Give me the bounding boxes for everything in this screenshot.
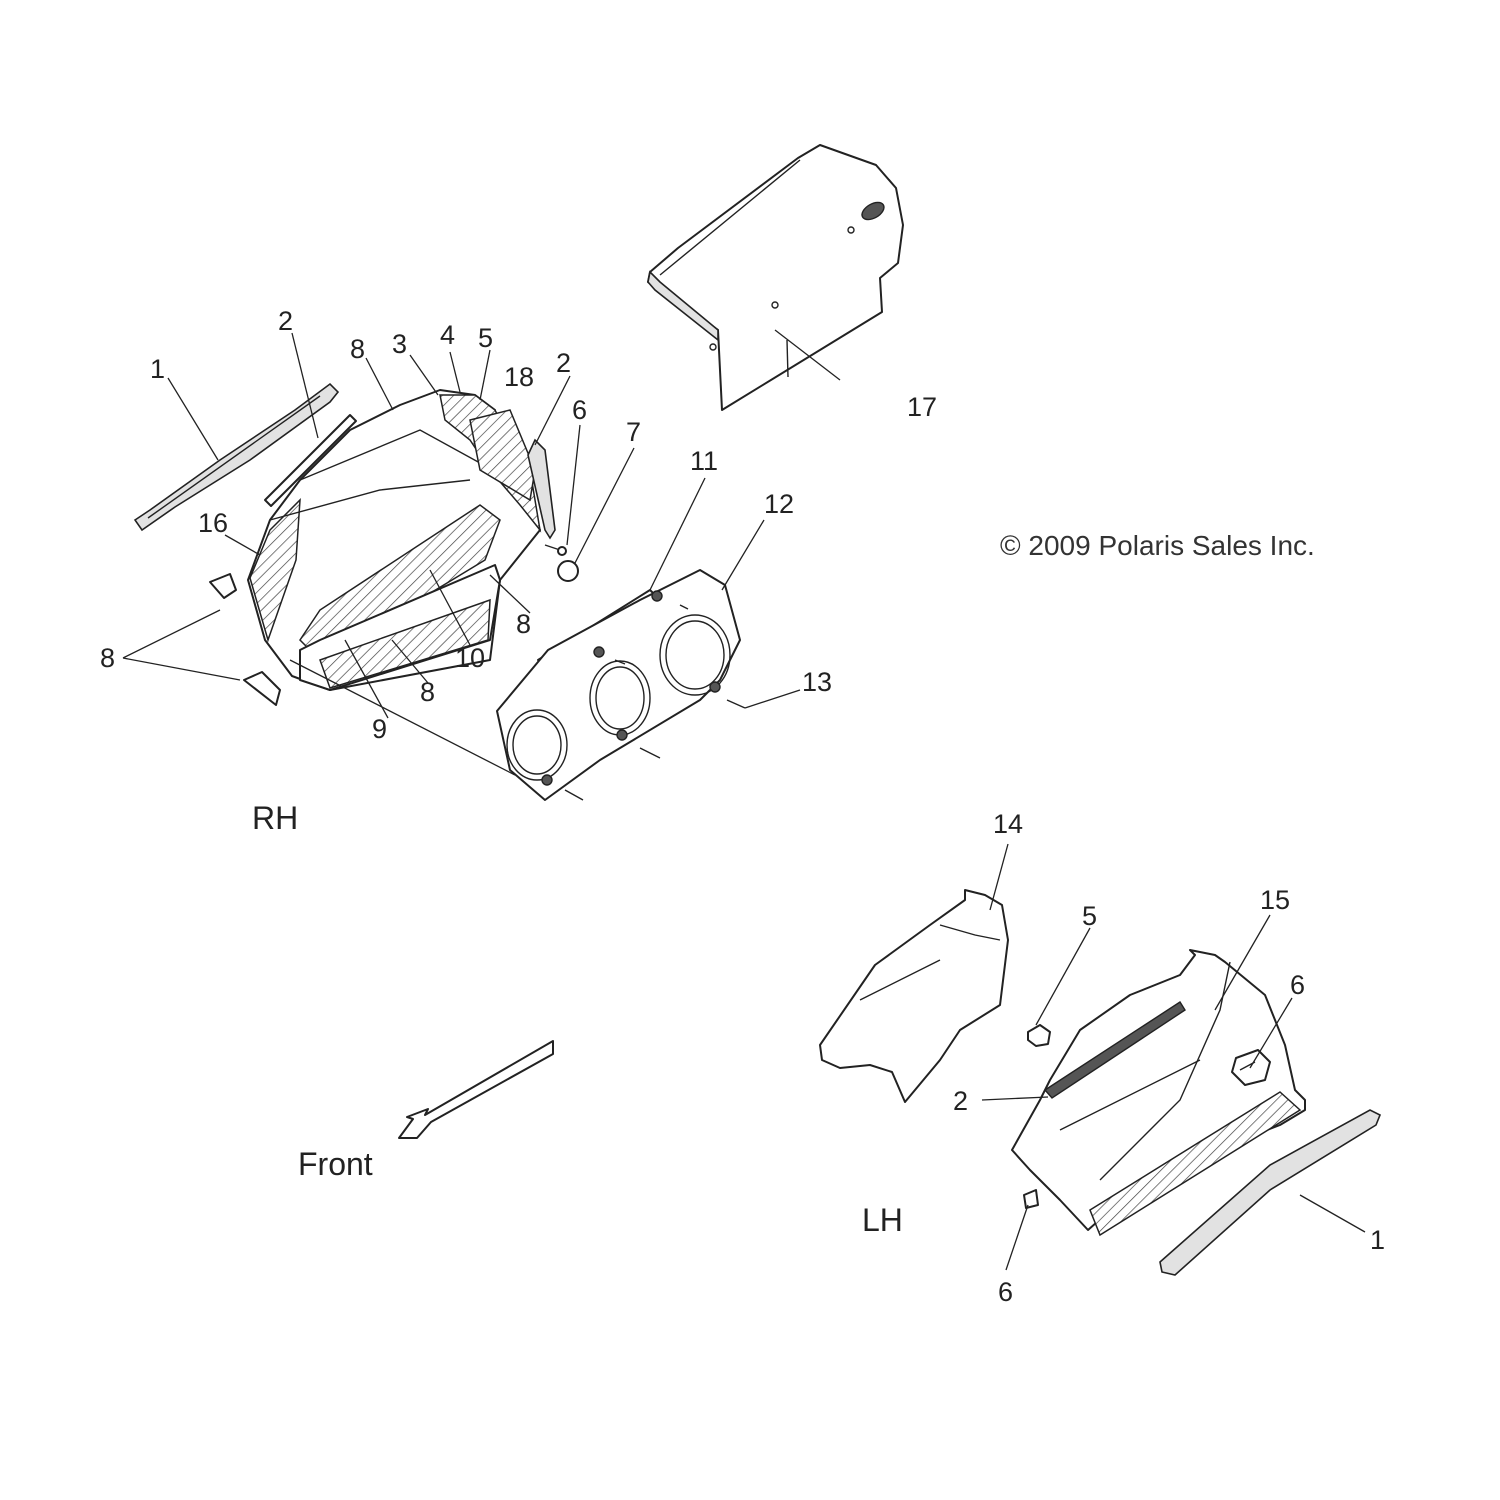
callout-3: 3 (392, 329, 407, 359)
callout-6-lh-a: 6 (1290, 970, 1305, 1000)
callout-5-lh: 5 (1082, 901, 1097, 931)
part-12-bezel (496, 569, 741, 801)
callout-4: 4 (440, 320, 455, 350)
lh-assembly (819, 843, 1382, 1276)
callout-16: 16 (198, 508, 228, 538)
part-14-cover (819, 889, 1009, 1103)
front-arrow (398, 1040, 554, 1139)
callout-12: 12 (764, 489, 794, 519)
rh-assembly (122, 329, 841, 801)
callout-10: 10 (455, 643, 485, 673)
part-17-panel (647, 144, 904, 411)
callout-14: 14 (993, 809, 1023, 839)
callout-7: 7 (626, 417, 641, 447)
callout-1-rh: 1 (150, 354, 165, 384)
callout-6-lh-b: 6 (998, 1277, 1013, 1307)
part-1-trim-rh (133, 382, 340, 532)
part-6-screw-lh-b (1023, 1189, 1039, 1209)
callout-13: 13 (802, 667, 832, 697)
view-label-rh: RH (252, 800, 298, 836)
callout-2-lh: 2 (953, 1086, 968, 1116)
callout-1-lh: 1 (1370, 1225, 1385, 1255)
gauge-right (659, 614, 731, 696)
callout-17: 17 (907, 392, 937, 422)
callout-2-rh-a: 2 (278, 306, 293, 336)
callout-8-rh-d: 8 (420, 677, 435, 707)
part-13-screws (564, 604, 746, 801)
callout-6-rh: 6 (572, 395, 587, 425)
part-7-nut (557, 560, 579, 582)
callout-8-rh-b: 8 (516, 609, 531, 639)
part-1-trim-lh (1159, 1109, 1382, 1276)
part-15-housing (1011, 949, 1306, 1231)
callout-2-rh-b: 2 (556, 348, 571, 378)
callout-9: 9 (372, 714, 387, 744)
part-18-insert (469, 409, 536, 502)
callout-11: 11 (690, 446, 718, 476)
callout-15: 15 (1260, 885, 1290, 915)
part-8-clip-b (243, 671, 281, 706)
part-5-nut-lh (1027, 1024, 1051, 1047)
part-8-clip-a (209, 573, 237, 599)
gauge-left (506, 709, 568, 781)
callout-8-rh-c: 8 (100, 643, 115, 673)
callout-18: 18 (504, 362, 534, 392)
part-2-rod (264, 414, 357, 507)
view-label-lh: LH (862, 1202, 903, 1238)
callout-5-rh: 5 (478, 323, 493, 353)
front-direction-label: Front (298, 1146, 373, 1182)
callout-8-rh-a: 8 (350, 334, 365, 364)
copyright-text: © 2009 Polaris Sales Inc. (1000, 530, 1315, 561)
